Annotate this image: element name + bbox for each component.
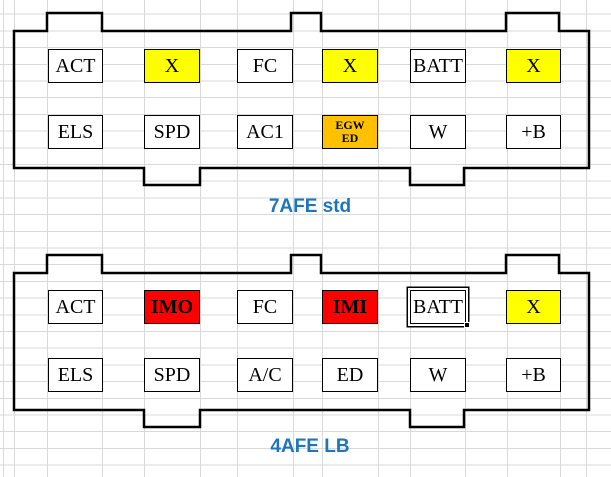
pin-label-line: ED (341, 131, 359, 145)
resize-handle-icon[interactable] (464, 321, 470, 328)
pin-imo[interactable]: IMO (144, 289, 200, 324)
pin-imi[interactable]: IMI (322, 289, 378, 324)
pin-w[interactable]: W (410, 357, 466, 392)
pin-w[interactable]: W (410, 115, 466, 149)
pin-els[interactable]: ELS (48, 115, 103, 149)
pin-act[interactable]: ACT (48, 289, 103, 324)
pin-act[interactable]: ACT (48, 48, 103, 83)
pin-a-c[interactable]: A/C (237, 357, 293, 392)
caption-7afe-std[interactable]: 7AFE std (268, 196, 352, 217)
caption-4afe-lb[interactable]: 4AFE LB (270, 436, 350, 457)
pin-x[interactable]: X (506, 289, 561, 324)
pin-ac1[interactable]: AC1 (237, 115, 293, 149)
pin-spd[interactable]: SPD (144, 357, 200, 392)
pin-+b[interactable]: +B (506, 357, 561, 392)
connector-outline-4afe-lb[interactable] (12, 253, 591, 429)
pin-x[interactable]: X (322, 48, 378, 83)
pin-els[interactable]: ELS (48, 357, 103, 392)
connector-outline-7afe-std[interactable] (12, 11, 591, 187)
pin-fc[interactable]: FC (237, 289, 293, 324)
pin-x[interactable]: X (144, 48, 200, 83)
pin-batt[interactable]: BATT (410, 48, 466, 83)
pin-ed[interactable]: ED (322, 357, 378, 392)
pin-x[interactable]: X (506, 48, 561, 83)
pin-spd[interactable]: SPD (144, 115, 200, 149)
pin-+b[interactable]: +B (506, 115, 561, 149)
pin-batt[interactable]: BATT (410, 289, 470, 328)
pin-fc[interactable]: FC (237, 48, 293, 83)
